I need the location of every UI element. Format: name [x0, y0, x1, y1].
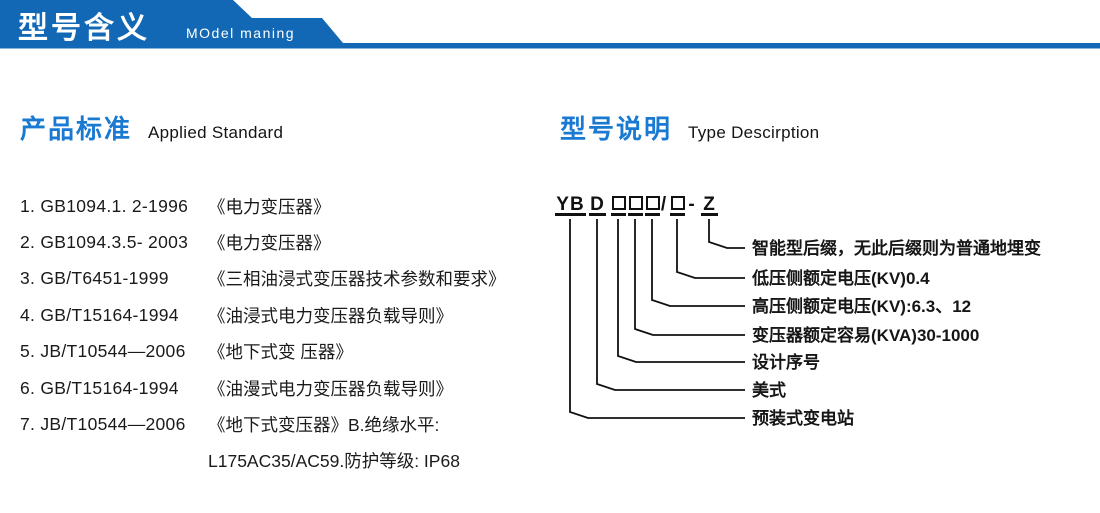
placeholder-box-icon — [611, 196, 626, 210]
header-banner — [0, 0, 1100, 49]
standard-code: 1. GB1094.1. 2-1996 — [20, 195, 189, 216]
standard-title: 《油漫式电力变压器负载导则》 — [208, 378, 453, 399]
label-prefabricated-substation: 预装式变电站 — [752, 409, 854, 428]
standard-code: 5. JB/T10544—2006 — [20, 341, 186, 362]
standard-title: 《地下式变压器》B.绝缘水平: — [208, 415, 440, 436]
list-item: 3. GB/T6451-1999 《三相油浸式变压器技术参数和要求》 — [20, 261, 506, 297]
model-code-box-1 — [611, 194, 626, 216]
model-code-slash: / — [660, 194, 668, 215]
connector-type — [596, 219, 745, 391]
placeholder-box-icon — [670, 196, 685, 210]
connector-box-4 — [676, 219, 745, 279]
model-code-dash: - — [688, 194, 696, 215]
connector-box-3 — [651, 219, 745, 307]
standard-title: 《地下式变 压器》 — [208, 342, 353, 363]
applied-standard-heading-zh: 产品标准 — [20, 114, 133, 144]
placeholder-box-icon — [645, 196, 660, 210]
type-description-heading-en: Type Descirption — [688, 123, 820, 142]
applied-standard-heading: 产品标准 Applied Standard — [20, 109, 283, 146]
label-rated-capacity: 变压器额定容易(KVA)30-1000 — [752, 326, 980, 345]
model-code-box-3 — [645, 194, 660, 216]
standard-code: 2. GB1094.3.5- 2003 — [20, 232, 189, 253]
type-description-heading-zh: 型号说明 — [560, 114, 673, 144]
connector-suffix — [708, 219, 745, 249]
list-item: 7. JB/T10544—2006 《地下式变压器》B.绝缘水平: — [20, 406, 506, 442]
standard-code: 6. GB/T15164-1994 — [20, 377, 179, 398]
list-item: 1. GB1094.1. 2-1996 《电力变压器》 — [20, 188, 506, 224]
connector-box-1 — [617, 219, 745, 363]
header-banner-shape — [0, 0, 1100, 49]
label-lv-rated-voltage: 低压侧额定电压(KV)0.4 — [752, 269, 930, 288]
placeholder-box-icon — [628, 196, 643, 210]
standard-title: 《油浸式电力变压器负载导则》 — [208, 305, 453, 326]
list-item: L175AC35/AC59.防护等级: IP68 — [20, 443, 506, 479]
connector-prefix — [569, 219, 745, 419]
page-title: 型号含义 — [18, 12, 150, 45]
standard-code: 7. JB/T10544—2006 — [20, 414, 186, 435]
standard-code: 3. GB/T6451-1999 — [20, 268, 169, 289]
type-description-heading: 型号说明 Type Descirption — [560, 109, 819, 146]
list-item: 5. JB/T10544—2006 《地下式变 压器》 — [20, 334, 506, 370]
applied-standard-heading-en: Applied Standard — [148, 123, 284, 142]
page-subtitle: MOdel maning — [186, 25, 296, 41]
standard-title: 《三相油浸式变压器技术参数和要求》 — [208, 269, 506, 290]
standards-list: 1. GB1094.1. 2-1996 《电力变压器》 2. GB1094.3.… — [20, 188, 506, 479]
standard-title: 《电力变压器》 — [208, 233, 331, 254]
standard-title: L175AC35/AC59.防护等级: IP68 — [208, 451, 460, 472]
model-code-prefix: YB — [555, 194, 586, 216]
list-item: 2. GB1094.3.5- 2003 《电力变压器》 — [20, 224, 506, 260]
list-item: 6. GB/T15164-1994 《油漫式电力变压器负载导则》 — [20, 370, 506, 406]
connector-box-2 — [634, 219, 745, 336]
label-american-style: 美式 — [752, 381, 786, 400]
standard-code: 4. GB/T15164-1994 — [20, 304, 179, 325]
model-code-suffix: Z — [701, 194, 718, 216]
model-code-box-4 — [670, 194, 685, 216]
standard-title: 《电力变压器》 — [208, 196, 331, 217]
list-item: 4. GB/T15164-1994 《油浸式电力变压器负载导则》 — [20, 297, 506, 333]
model-code-type: D — [589, 194, 606, 216]
label-hv-rated-voltage: 高压侧额定电压(KV):6.3、12 — [752, 297, 972, 316]
label-smart-suffix: 智能型后缀，无此后缀则为普通地埋变 — [752, 239, 1041, 258]
label-design-serial: 设计序号 — [752, 353, 820, 372]
model-code-box-2 — [628, 194, 643, 216]
